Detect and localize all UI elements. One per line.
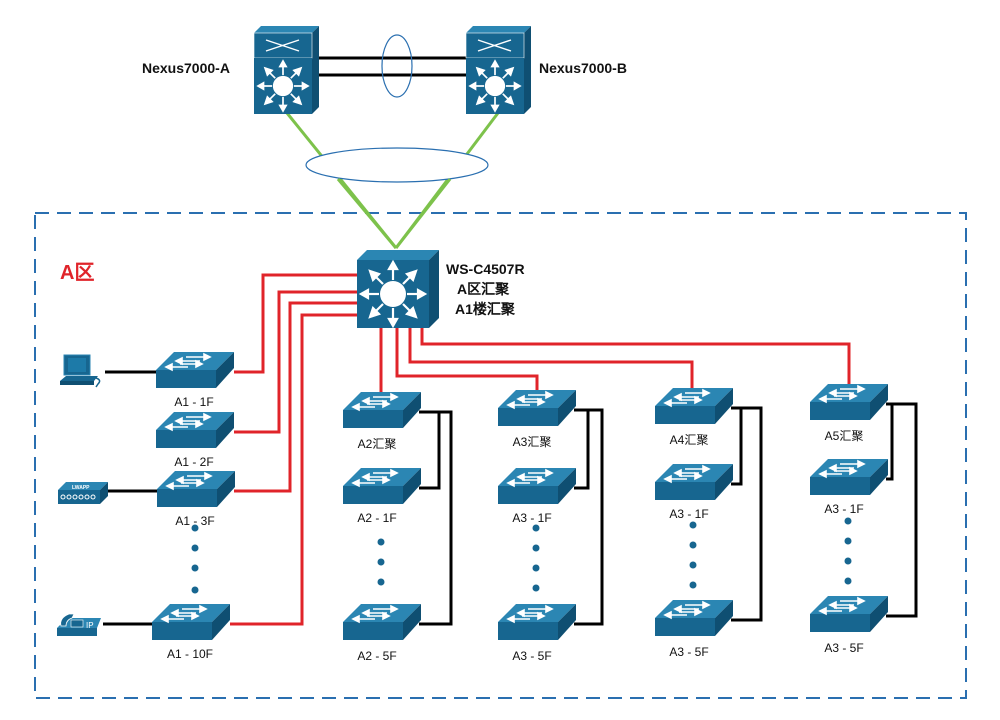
- ellipsis-dot: [689, 541, 697, 549]
- floor-switch-last-1[interactable]: [498, 604, 576, 640]
- aggregation-role-label-1: A区汇聚: [457, 281, 510, 297]
- port-channel-ellipse: [381, 34, 413, 98]
- uplink-links: [285, 112, 500, 249]
- ellipsis-dot: [689, 521, 697, 529]
- ellipsis-dot: [191, 586, 199, 594]
- aggregation-role-label-2: A1楼汇聚: [455, 301, 516, 317]
- access-switch-label: A1 - 10F: [167, 647, 213, 661]
- ellipsis-dot: [377, 538, 385, 546]
- switch-arrows-icon: [818, 459, 866, 479]
- access-switch-a1-1[interactable]: [156, 412, 234, 448]
- access-switch-label: A1 - 3F: [175, 514, 214, 528]
- floor-switch-label: A3 - 1F: [512, 511, 551, 525]
- floor-switch-label: A3 - 1F: [669, 507, 708, 521]
- floor-switch-label: A2 - 1F: [357, 511, 396, 525]
- floor-switch-first-1[interactable]: [498, 468, 576, 504]
- ellipsis-dot: [689, 561, 697, 569]
- floor-switch-last-0[interactable]: [343, 604, 421, 640]
- ellipsis-dot: [191, 564, 199, 572]
- ellipsis-dot: [844, 557, 852, 565]
- building-agg-switch-1[interactable]: [498, 390, 576, 426]
- building-agg-label: A4汇聚: [670, 433, 709, 447]
- wireless-ap-icon[interactable]: LWAPP: [58, 482, 108, 504]
- ellipsis-dot: [377, 558, 385, 566]
- core-switch-nexus-a[interactable]: [253, 26, 319, 114]
- floor-switch-label: A3 - 5F: [669, 645, 708, 659]
- building-agg-label: A3汇聚: [513, 435, 552, 449]
- switch-arrows-icon: [164, 352, 212, 372]
- floor-switch-label: A3 - 5F: [512, 649, 551, 663]
- ap-badge: LWAPP: [72, 485, 90, 491]
- aggregation-model-label: WS-C4507R: [446, 261, 525, 277]
- uplink-bundle-ellipse: [305, 147, 489, 183]
- ellipsis-dot: [377, 578, 385, 586]
- zone-a-boundary: [34, 212, 967, 699]
- ellipsis-dot: [844, 517, 852, 525]
- switch-arrows-icon: [165, 471, 213, 491]
- ellipsis-dot: [689, 581, 697, 589]
- switch-arrows-icon: [164, 412, 212, 432]
- ellipsis-dot: [532, 524, 540, 532]
- access-switch-a1-2[interactable]: [157, 471, 235, 507]
- floor-switch-label: A3 - 5F: [824, 641, 863, 655]
- ellipsis-dot: [844, 537, 852, 545]
- switch-arrows-icon: [663, 388, 711, 408]
- phone-badge: IP: [86, 621, 94, 630]
- ellipsis-dot: [532, 544, 540, 552]
- endpoint-links: [103, 370, 157, 626]
- core-left-label: Nexus7000-A: [142, 60, 230, 76]
- access-switch-a1-0[interactable]: [156, 352, 234, 388]
- core-switch-nexus-b[interactable]: [465, 26, 531, 114]
- switch-arrows-icon: [506, 390, 554, 410]
- switch-arrows-icon: [663, 600, 711, 620]
- core-peer-links: [316, 34, 472, 98]
- building-agg-switch-0[interactable]: [343, 392, 421, 428]
- ellipsis-dot: [191, 524, 199, 532]
- access-switch-label: A1 - 2F: [174, 455, 213, 469]
- switch-arrows-icon: [663, 464, 711, 484]
- zone-title: A区: [60, 262, 94, 284]
- floor-switch-first-3[interactable]: [810, 459, 888, 495]
- ellipsis-dot: [532, 584, 540, 592]
- floor-switch-label: A3 - 1F: [824, 502, 863, 516]
- building-agg-label: A5汇聚: [825, 429, 864, 443]
- switch-arrows-icon: [818, 384, 866, 404]
- computer-icon[interactable]: [60, 354, 101, 388]
- access-links: [230, 273, 851, 626]
- building-agg-switch-3[interactable]: [810, 384, 888, 420]
- switch-arrows-icon: [506, 468, 554, 488]
- access-switch-label: A1 - 1F: [174, 395, 213, 409]
- switch-arrows-icon: [351, 392, 399, 412]
- stack-links: [419, 402, 918, 626]
- switch-arrows-icon: [506, 604, 554, 624]
- switch-arrows-icon: [818, 596, 866, 616]
- ip-phone-icon[interactable]: IP: [57, 613, 101, 636]
- floor-switch-first-0[interactable]: [343, 468, 421, 504]
- switch-arrows-icon: [160, 604, 208, 624]
- floor-switch-last-2[interactable]: [655, 600, 733, 636]
- aggregation-switch-ws-c4507r[interactable]: [357, 250, 439, 328]
- ellipsis-dot: [532, 564, 540, 572]
- switch-arrows-icon: [351, 604, 399, 624]
- floor-switch-label: A2 - 5F: [357, 649, 396, 663]
- floor-switch-last-3[interactable]: [810, 596, 888, 632]
- core-right-label: Nexus7000-B: [539, 60, 627, 76]
- building-agg-label: A2汇聚: [358, 437, 397, 451]
- ellipsis-dot: [191, 544, 199, 552]
- access-switch-a1-3[interactable]: [152, 604, 230, 640]
- building-agg-switch-2[interactable]: [655, 388, 733, 424]
- switch-arrows-icon: [351, 468, 399, 488]
- ellipsis-dot: [844, 577, 852, 585]
- floor-switch-first-2[interactable]: [655, 464, 733, 500]
